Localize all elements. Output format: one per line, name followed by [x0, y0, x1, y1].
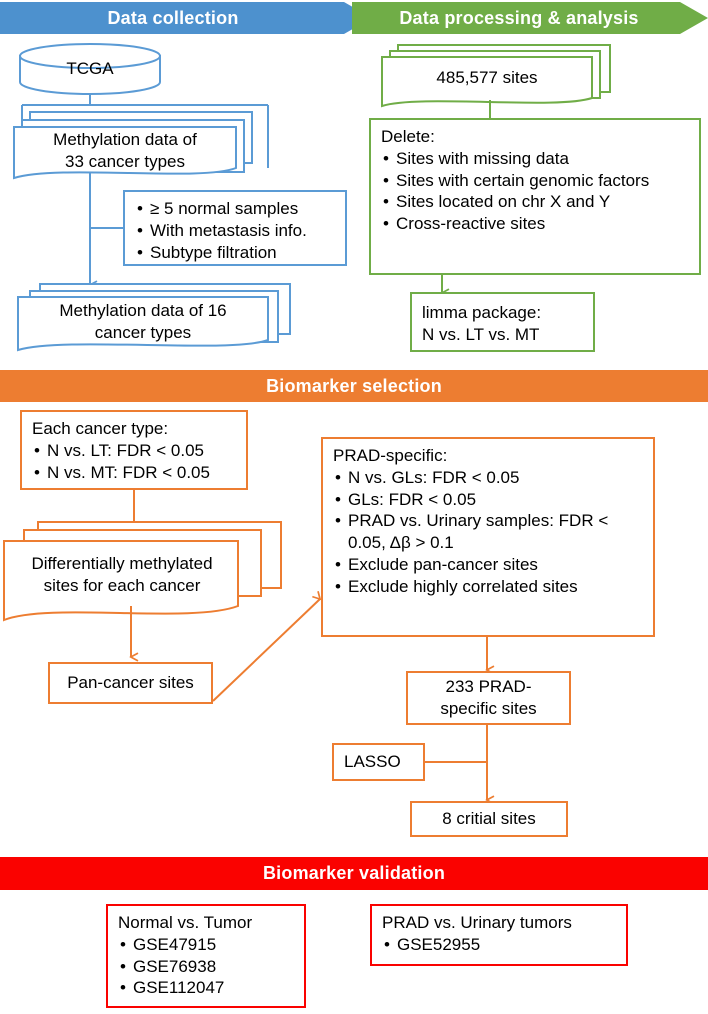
validation-prad-vs-urinary-list: GSE52955 [382, 934, 618, 956]
prad-specific-item-continuation: 0.05, Δβ > 0.1 [348, 533, 454, 552]
validation-normal-vs-tumor-list: GSE47915 GSE76938 GSE112047 [118, 934, 296, 999]
validation-dataset-item: GSE47915 [118, 934, 296, 956]
section-banner-biomarker-selection-label: Biomarker selection [266, 375, 442, 396]
section-banner-data-collection-label: Data collection [107, 7, 239, 28]
prad-specific-item: N vs. GLs: FDR < 0.05 [333, 467, 645, 489]
node-methylation-data-16-line1: Methylation data of 16 [59, 300, 227, 320]
node-dms-line2: sites for each cancer [43, 576, 201, 595]
node-methylation-data-16: Methylation data of 16 cancer types [18, 298, 268, 345]
node-pan-cancer-sites: Pan-cancer sites [48, 662, 213, 704]
section-banner-data-processing-label: Data processing & analysis [399, 7, 639, 28]
node-critical-sites: 8 critial sites [410, 801, 568, 837]
node-lasso-label: LASSO [344, 752, 401, 772]
node-critical-sites-label: 8 critial sites [442, 809, 536, 829]
section-banner-biomarker-validation: Biomarker validation [0, 857, 708, 890]
node-validation-normal-vs-tumor: Normal vs. Tumor GSE47915 GSE76938 GSE11… [106, 904, 306, 1008]
validation-dataset-item: GSE52955 [382, 934, 618, 956]
section-banner-biomarker-validation-label: Biomarker validation [262, 863, 446, 883]
sample-filters-list: ≥ 5 normal samples With metastasis info.… [135, 198, 337, 263]
prad-specific-item: Exclude highly correlated sites [333, 576, 645, 598]
prad-specific-item: GLs: FDR < 0.05 [333, 489, 645, 511]
node-each-cancer-type: Each cancer type: N vs. LT: FDR < 0.05 N… [20, 410, 248, 490]
validation-dataset-item: GSE76938 [118, 956, 296, 978]
section-banner-biomarker-selection: Biomarker selection [0, 370, 708, 402]
each-cancer-type-item: N vs. LT: FDR < 0.05 [32, 440, 238, 462]
node-dms-line1: Differentially methylated [31, 554, 213, 574]
node-233-prad-specific-sites: 233 PRAD- specific sites [406, 671, 571, 725]
node-limma-package-line2: N vs. LT vs. MT [422, 324, 540, 344]
section-banner-data-processing: Data processing & analysis [352, 2, 708, 34]
node-each-cancer-type-header: Each cancer type: [32, 419, 169, 438]
node-sample-filters: ≥ 5 normal samples With metastasis info.… [123, 190, 347, 266]
connector-methylation33-to-methylation16 [90, 173, 123, 285]
node-methylation-data-16-line2: cancer types [94, 322, 192, 342]
node-prad-specific-header: PRAD-specific: [333, 446, 448, 465]
section-banner-data-collection: Data collection [0, 2, 372, 34]
sample-filters-item: With metastasis info. [135, 220, 337, 242]
node-limma-package-line1: limma package: [422, 303, 542, 322]
delete-filters-item: Sites with certain genomic factors [381, 170, 691, 192]
sample-filters-item: ≥ 5 normal samples [135, 198, 337, 220]
node-methylation-data-33-line1: Methylation data of [53, 130, 197, 150]
node-methylation-data-33: Methylation data of 33 cancer types [14, 127, 236, 175]
delete-filters-item: Cross-reactive sites [381, 213, 691, 235]
node-validation-normal-vs-tumor-header: Normal vs. Tumor [118, 913, 253, 932]
prad-specific-list: N vs. GLs: FDR < 0.05 GLs: FDR < 0.05 PR… [333, 467, 645, 532]
node-233-prad-line2: specific sites [440, 699, 537, 718]
node-prad-specific: PRAD-specific: N vs. GLs: FDR < 0.05 GLs… [321, 437, 655, 637]
prad-specific-item: Exclude pan-cancer sites [333, 554, 645, 576]
node-methylation-data-33-line2: 33 cancer types [64, 152, 185, 171]
node-validation-prad-vs-urinary-header: PRAD vs. Urinary tumors [382, 913, 572, 932]
node-limma-package: limma package: N vs. LT vs. MT [410, 292, 595, 352]
connector-pancancer-to-pradspecific [212, 599, 320, 702]
node-tcga-label: TCGA [66, 59, 114, 78]
delete-filters-item: Sites located on chr X and Y [381, 191, 691, 213]
prad-specific-item: PRAD vs. Urinary samples: FDR < [333, 510, 645, 532]
delete-filters-list: Sites with missing data Sites with certa… [381, 148, 691, 235]
each-cancer-type-item: N vs. MT: FDR < 0.05 [32, 462, 238, 484]
node-sites-total-label: 485,577 sites [436, 68, 538, 88]
node-delete-filters: Delete: Sites with missing data Sites wi… [369, 118, 701, 275]
prad-specific-list-2: Exclude pan-cancer sites Exclude highly … [333, 554, 645, 598]
node-sites-total: 485,577 sites [382, 57, 592, 99]
node-validation-prad-vs-urinary: PRAD vs. Urinary tumors GSE52955 [370, 904, 628, 966]
node-differentially-methylated-sites: Differentially methylated sites for each… [6, 546, 238, 604]
node-pan-cancer-sites-label: Pan-cancer sites [67, 673, 194, 693]
connector-233sites-to-critical [425, 724, 487, 800]
validation-dataset-item: GSE112047 [118, 977, 296, 999]
node-lasso: LASSO [332, 743, 425, 781]
node-tcga: TCGA [20, 44, 160, 94]
delete-filters-item: Sites with missing data [381, 148, 691, 170]
sample-filters-item: Subtype filtration [135, 242, 337, 264]
each-cancer-type-list: N vs. LT: FDR < 0.05 N vs. MT: FDR < 0.0… [32, 440, 238, 484]
node-delete-filters-header: Delete: [381, 127, 435, 146]
node-233-prad-line1: 233 PRAD- [445, 677, 532, 697]
